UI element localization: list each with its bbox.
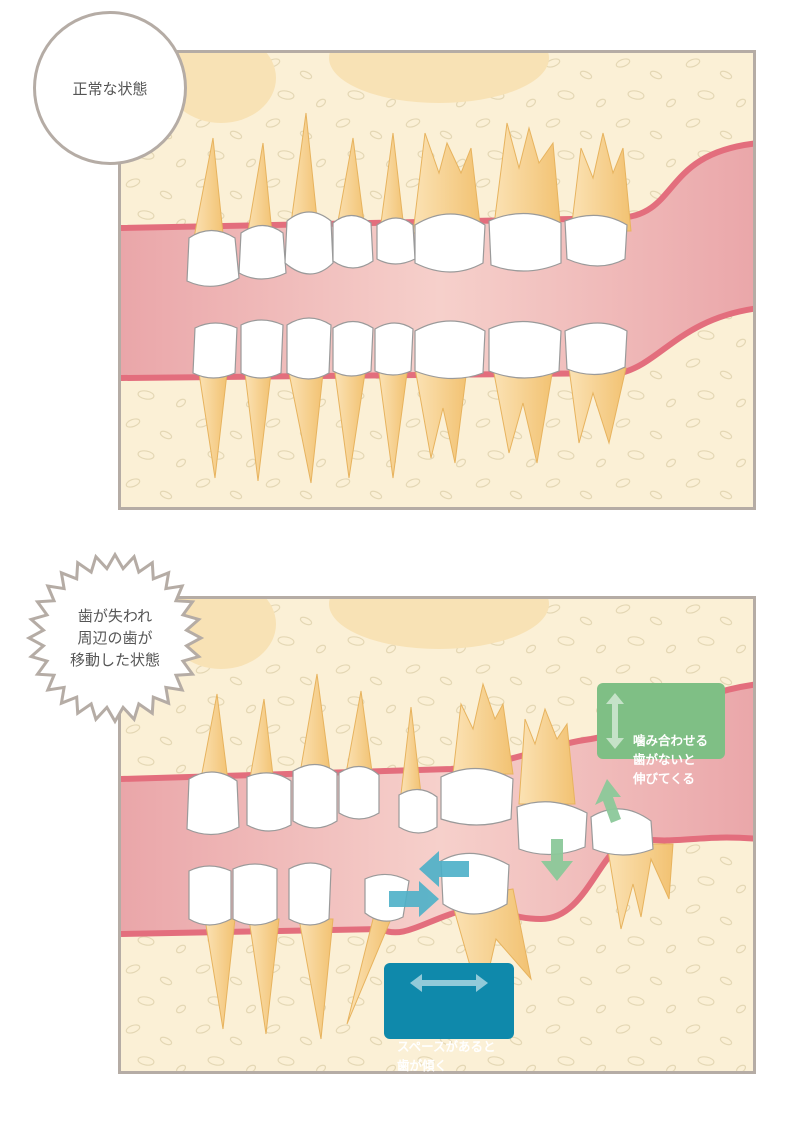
extrusion-text: 噛み合わせる 歯がないと 伸びてくる [633, 733, 709, 786]
moved-state-text: 歯が失われ 周辺の歯が 移動した状態 [69, 607, 160, 669]
normal-state-label: 正常な状態 [33, 11, 187, 165]
extrusion-callout: 噛み合わせる 歯がないと 伸びてくる [597, 683, 725, 786]
tilt-callout: スペースがあると 歯が傾く [384, 963, 514, 1073]
starburst-shape [25, 551, 205, 725]
horizontal-double-arrow-icon [410, 974, 488, 992]
normal-state-illustration [118, 50, 756, 510]
tilt-text: スペースがあると 歯が傾く [397, 1039, 496, 1073]
vertical-double-arrow-icon [606, 693, 624, 749]
normal-state-text: 正常な状態 [72, 79, 148, 98]
moved-state-label: 歯が失われ 周辺の歯が 移動した状態 [22, 548, 208, 728]
